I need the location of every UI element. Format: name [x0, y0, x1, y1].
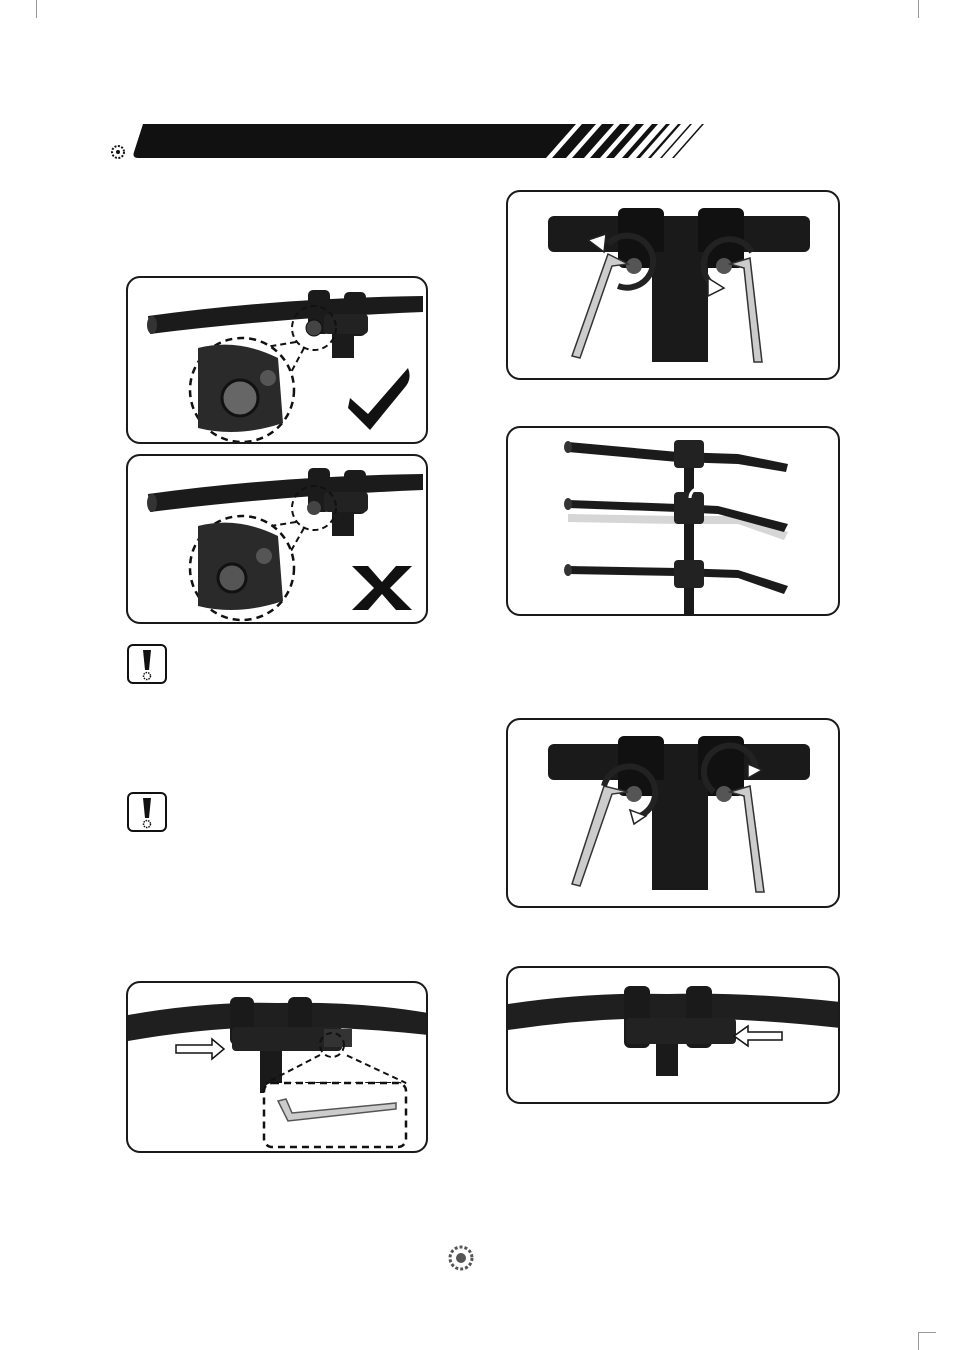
warning-icon-2	[127, 792, 167, 832]
crop-mark	[36, 0, 37, 18]
warning-icon-1	[127, 644, 167, 684]
header-bar	[111, 124, 704, 159]
panel-hex-key-insert	[126, 981, 428, 1153]
rotate-arrow-icon	[605, 232, 755, 291]
cross-icon	[352, 566, 412, 610]
crop-mark	[918, 0, 919, 18]
exclamation-icon	[142, 798, 152, 829]
gear-logo-icon	[448, 1245, 474, 1271]
panel-incorrect-fit	[126, 454, 428, 624]
crop-mark	[918, 1332, 919, 1350]
exclamation-icon	[142, 650, 152, 681]
panel-tighten-bolts	[506, 718, 840, 908]
checkmark-icon	[348, 368, 410, 430]
rotate-arrow-icon	[601, 742, 760, 819]
panel-correct-fit	[126, 276, 428, 444]
crop-mark	[918, 1332, 936, 1333]
panel-loosen-bolts	[506, 190, 840, 380]
panel-slide-clamp	[506, 966, 840, 1104]
panel-adjust-angle	[506, 426, 840, 616]
gear-logo-icon	[111, 145, 125, 159]
